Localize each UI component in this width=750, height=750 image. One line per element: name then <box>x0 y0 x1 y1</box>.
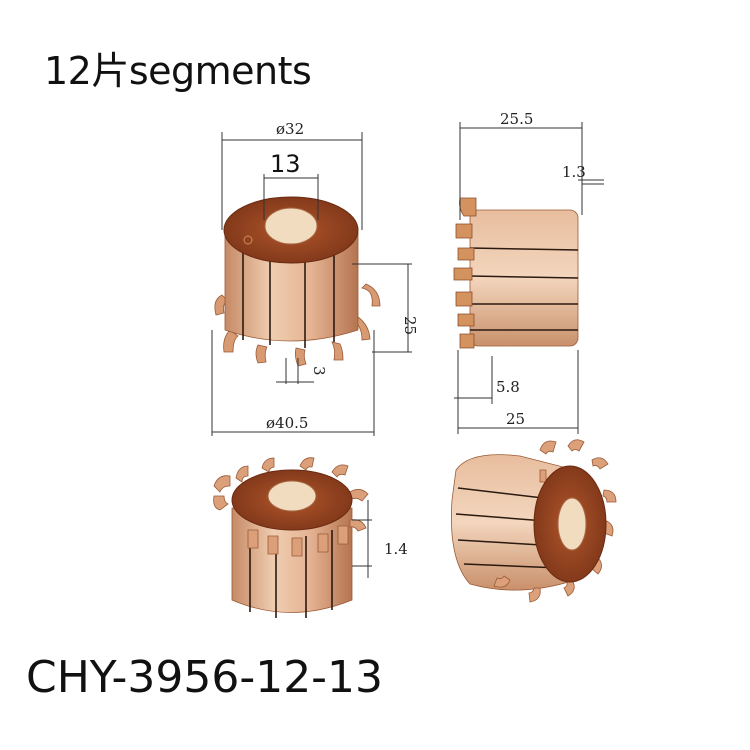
dim-bore: 13 <box>270 150 301 178</box>
perspective-view-left: 1.4 <box>213 457 408 618</box>
dim-hook-span: ø40.5 <box>266 414 308 432</box>
perspective-view-right <box>451 439 617 603</box>
segments-title: 12片segments <box>44 49 312 93</box>
dim-body-length: 25 <box>506 410 525 428</box>
dim-total-length: 25.5 <box>500 110 533 128</box>
dim-hook-length: 5.8 <box>496 378 520 396</box>
model-number: CHY-3956-12-13 <box>26 652 384 703</box>
dim-outer-diameter: ø32 <box>276 120 304 138</box>
dim-hook-gap: 1.4 <box>384 540 408 558</box>
dim-hook-width: 3 <box>310 366 328 376</box>
side-view: 25.5 1.3 5.8 25 <box>453 110 604 434</box>
dim-hook-thickness: 1.3 <box>562 163 586 181</box>
front-view: ø32 13 25 3 ø40.5 <box>211 120 419 436</box>
dim-height: 25 <box>401 316 419 335</box>
